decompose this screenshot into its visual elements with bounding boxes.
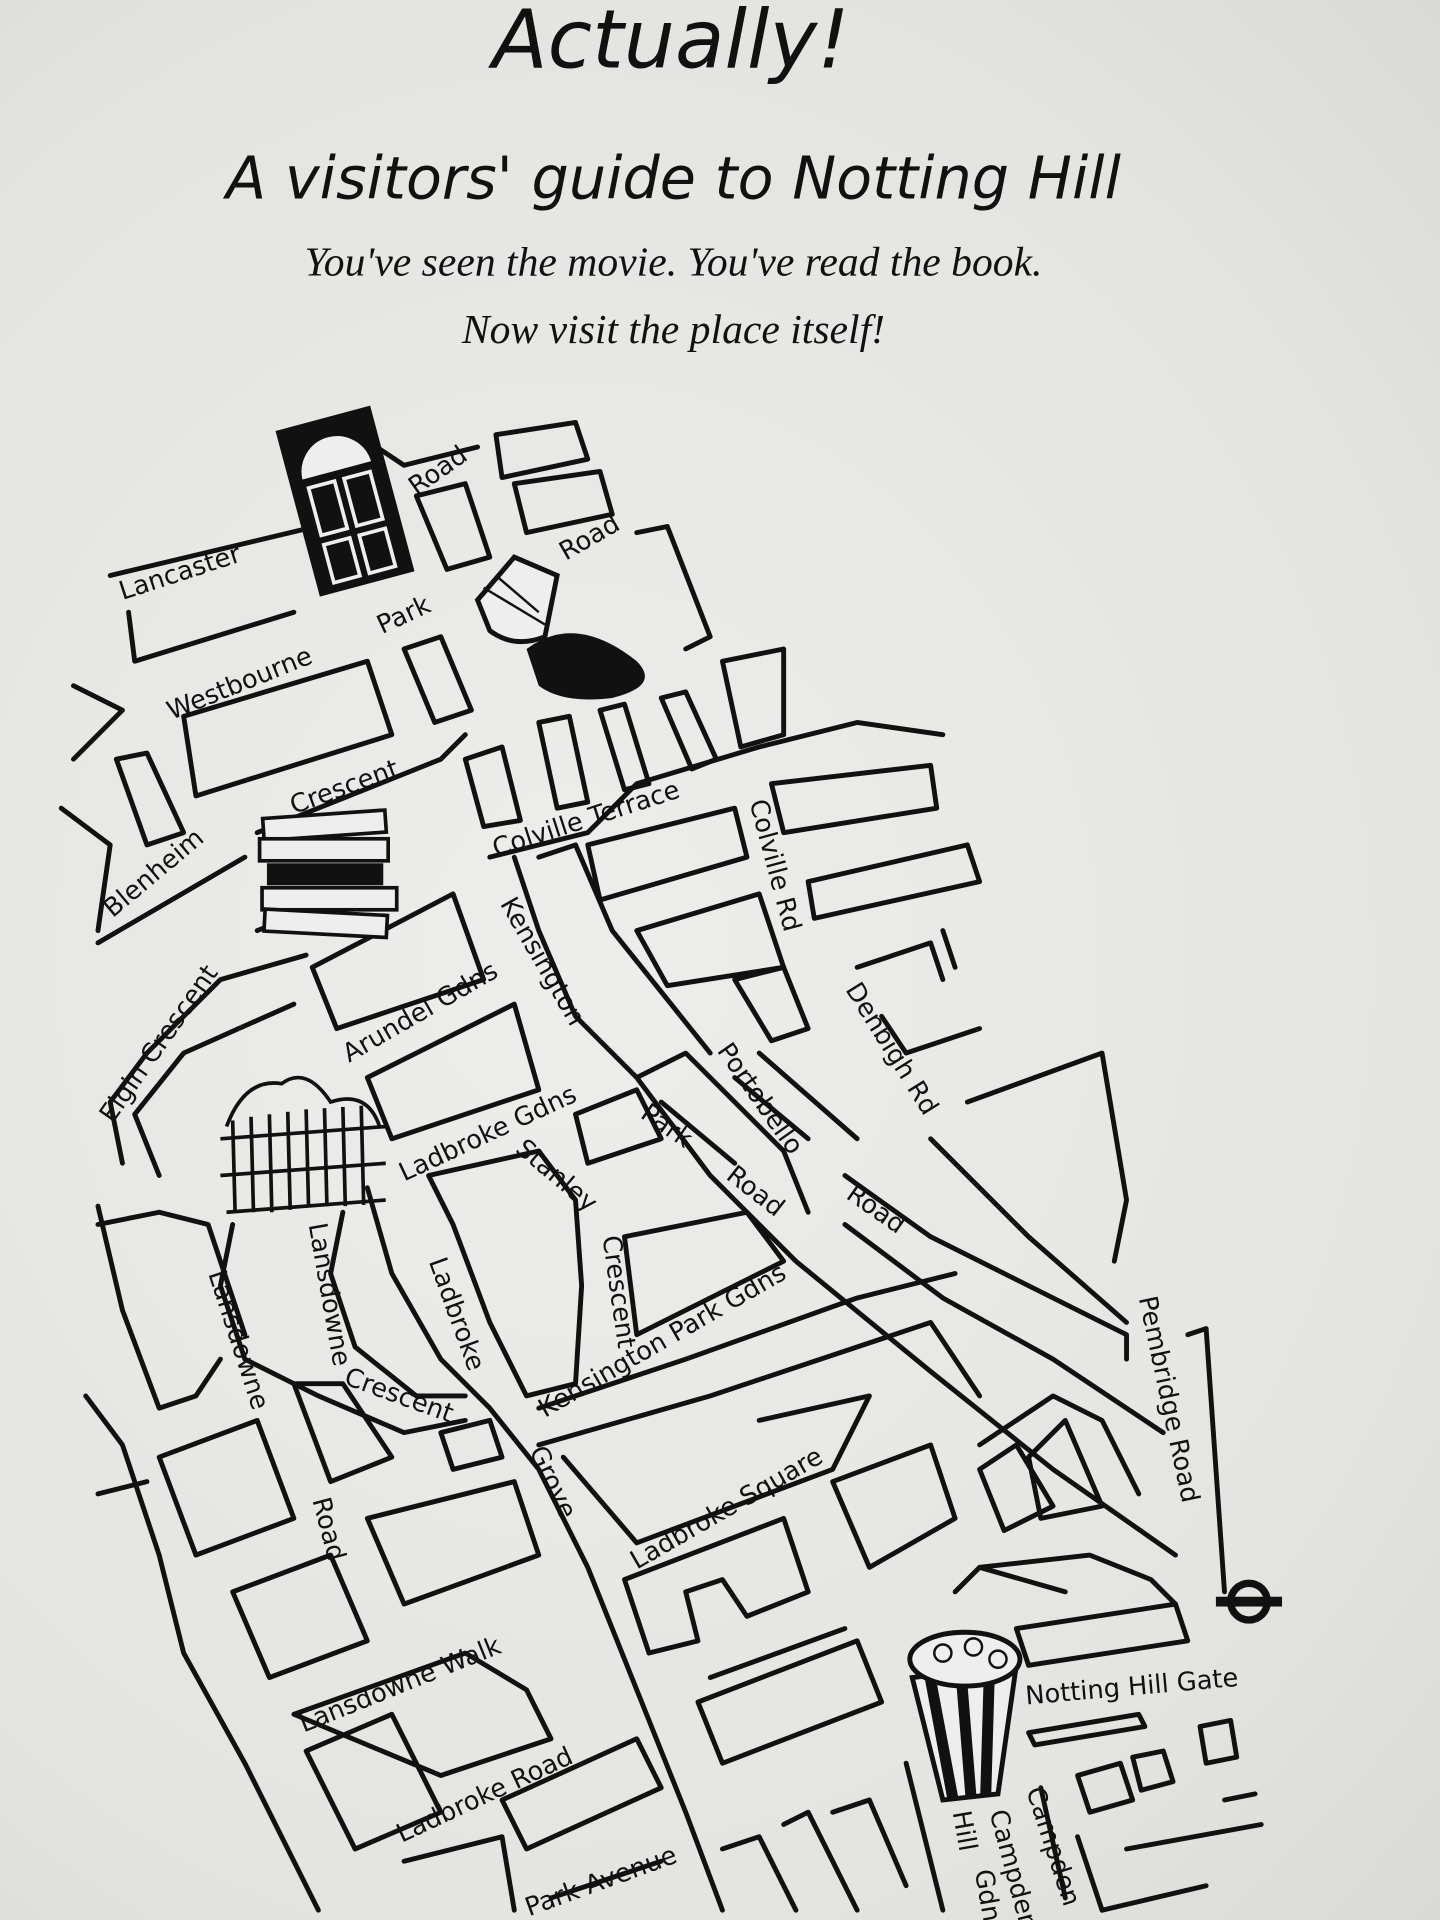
label-denbigh-rd: Denbigh Rd [839, 977, 944, 1120]
label-crescent-3: Crescent [340, 1362, 457, 1429]
garden-gate-icon [220, 1075, 386, 1215]
label-lansdowne-1: Lansdowne [202, 1266, 275, 1413]
label-ladbroke-road: Ladbroke Road [392, 1741, 578, 1849]
tagline-2: Now visit the place itself! [461, 307, 885, 353]
tagline-1: You've seen the movie. You've read the b… [304, 240, 1042, 286]
subtitle: A visitors' guide to Notting Hill [222, 143, 1122, 212]
label-grove: Grove [523, 1441, 583, 1523]
label-colville-rd: Colville Rd [743, 796, 807, 935]
underground-roundel-icon [1215, 1579, 1283, 1624]
label-park-avenue: Park Avenue [521, 1840, 681, 1920]
popcorn-icon [907, 1629, 1023, 1803]
books-icon [257, 808, 399, 940]
streets [58, 420, 1264, 1913]
label-kensington: Kensington [494, 892, 591, 1031]
label-lansdowne-2: Lansdowne [302, 1220, 357, 1368]
title: Actually! [487, 0, 849, 87]
label-kensington-park-gdns: Kensington Park Gdns [533, 1258, 791, 1424]
label-lancaster: Lancaster [115, 539, 245, 607]
door-icon [275, 405, 415, 597]
label-lansdowne-walk: Lansdowne Walk [295, 1631, 505, 1739]
label-pembridge-road: Pembridge Road [1132, 1293, 1205, 1505]
label-park-1: Park [372, 590, 435, 641]
label-road-5: Road [305, 1494, 351, 1564]
teacup-icon [474, 554, 645, 700]
label-notting-hill-gate: Notting Hill Gate [1024, 1663, 1239, 1711]
street-labels: Lancaster Road Road Park Westbourne Cres… [94, 440, 1240, 1920]
label-hill: Hill [946, 1808, 983, 1853]
label-ladbroke-1: Ladbroke [422, 1253, 491, 1374]
label-stanley: Stanley [510, 1133, 603, 1218]
label-crescent-2: Crescent [596, 1234, 641, 1351]
